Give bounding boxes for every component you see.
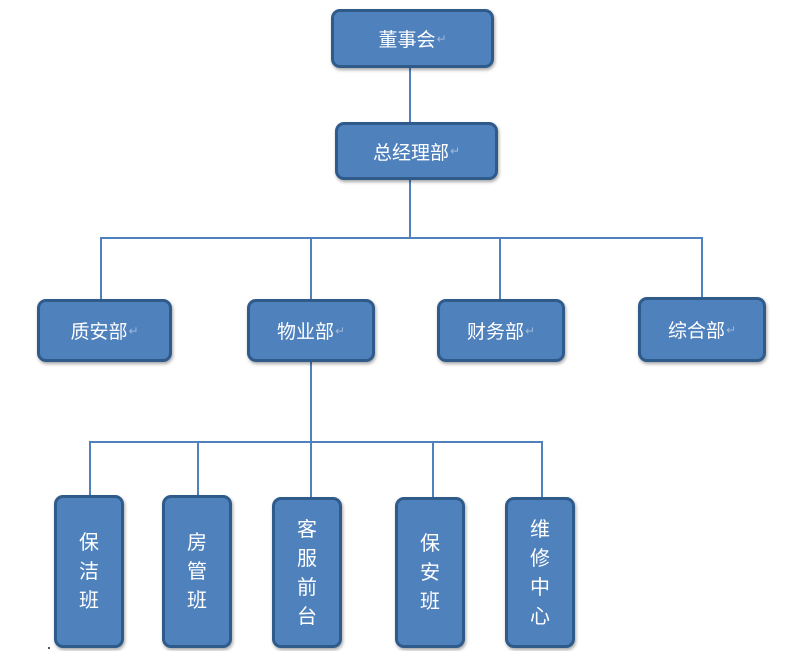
- node-dept-label: 综合部: [667, 320, 725, 342]
- node-team-front-desk: 客服前台: [272, 497, 342, 648]
- return-mark-icon: ↵: [128, 323, 139, 338]
- node-team-security: 保安班: [395, 497, 465, 648]
- node-dept-property: 物业部↵: [247, 299, 375, 362]
- stray-dot: [48, 647, 50, 649]
- connector-property-down: [310, 361, 312, 442]
- node-team-label: 保安班: [420, 531, 440, 613]
- node-team-label: 房管班: [187, 530, 207, 612]
- node-dept-label: 财务部: [466, 321, 524, 343]
- connector-dept-3: [499, 237, 501, 300]
- node-team-label: 保洁班: [79, 530, 99, 612]
- node-board-label: 董事会: [378, 29, 436, 51]
- connector-gm-down: [409, 180, 411, 238]
- node-dept-finance: 财务部↵: [437, 299, 565, 362]
- connector-dept-bus: [100, 237, 703, 239]
- node-board: 董事会↵: [331, 9, 494, 68]
- node-dept-label: 质安部: [70, 321, 128, 343]
- connector-team-1: [89, 441, 91, 496]
- node-team-cleaning: 保洁班: [54, 495, 124, 648]
- connector-dept-2: [310, 237, 312, 300]
- node-dept-quality-safety: 质安部↵: [37, 299, 172, 362]
- node-team-label: 客服前台: [297, 516, 317, 628]
- connector-team-bus: [89, 441, 543, 443]
- connector-team-3: [310, 441, 312, 498]
- connector-team-4: [432, 441, 434, 498]
- node-team-maintenance: 维修中心: [505, 497, 575, 648]
- connector-team-5: [541, 441, 543, 498]
- node-general-manager-label: 总经理部: [372, 141, 449, 164]
- return-mark-icon: ↵: [449, 144, 461, 158]
- return-mark-icon: ↵: [436, 31, 447, 46]
- node-team-label: 维修中心: [530, 516, 550, 628]
- connector-dept-4: [701, 237, 703, 299]
- return-mark-icon: ↵: [725, 322, 737, 337]
- connector-dept-1: [100, 237, 102, 300]
- connector-team-2: [197, 441, 199, 496]
- connector-board-to-gm: [409, 67, 411, 123]
- node-dept-label: 物业部: [276, 321, 334, 343]
- node-team-housing: 房管班: [162, 495, 232, 648]
- return-mark-icon: ↵: [524, 323, 536, 338]
- node-general-manager: 总经理部↵: [335, 122, 498, 180]
- return-mark-icon: ↵: [334, 323, 346, 338]
- node-dept-general: 综合部↵: [638, 297, 766, 362]
